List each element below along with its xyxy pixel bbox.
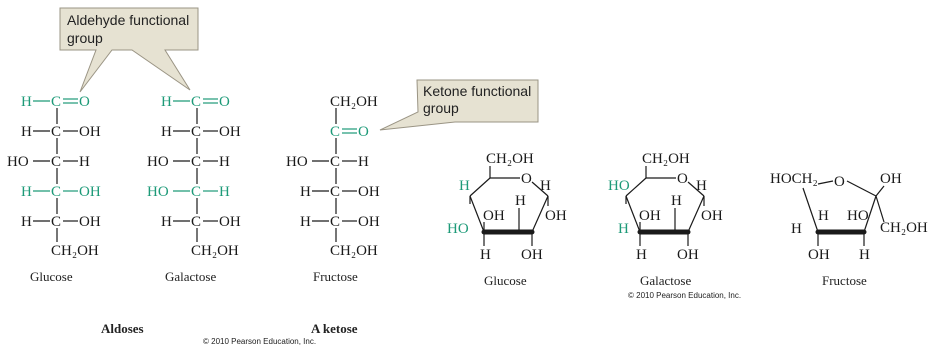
- atom-ch2oh: CH₂OH: [486, 151, 534, 167]
- atom-hoch2: HOCH₂: [770, 171, 818, 187]
- atom-oh: OH: [545, 208, 567, 224]
- atom-oh: OH: [677, 247, 699, 263]
- ketone-callout: Ketone functional group: [379, 79, 539, 131]
- atom-h: H: [219, 184, 230, 200]
- copyright-notice-ring: © 2010 Pearson Education, Inc.: [628, 291, 741, 300]
- atom-h: H: [21, 94, 32, 110]
- atom-h: H: [859, 247, 870, 263]
- glucose-ring-caption: Glucose: [484, 273, 527, 288]
- atom-c: C: [51, 124, 61, 140]
- atom-h: H: [515, 193, 526, 209]
- atom-o: O: [219, 94, 230, 110]
- atom-h: H: [21, 184, 32, 200]
- atom-h: H: [459, 178, 470, 194]
- atom-ho: HO: [147, 184, 169, 200]
- atom-c: C: [191, 184, 201, 200]
- atom-h: H: [21, 124, 32, 140]
- atom-h: H: [300, 214, 311, 230]
- fructose-ring-caption: Fructose: [822, 273, 867, 288]
- atom-oh: OH: [79, 214, 101, 230]
- atom-h: H: [696, 178, 707, 194]
- atom-h: H: [79, 154, 90, 170]
- atom-ho: HO: [847, 208, 869, 224]
- atom-oh: OH: [79, 124, 101, 140]
- ketone-callout-line2: group: [423, 100, 459, 116]
- atom-h: H: [161, 94, 172, 110]
- atom-h: H: [636, 247, 647, 263]
- atom-h: H: [791, 221, 802, 237]
- glucose-caption: Glucose: [30, 269, 73, 284]
- fructose-linear-structure: CH₂OH C O HO C H H C OH H C OH CH₂OH Fru…: [286, 94, 380, 284]
- fructose-ring-structure: HOCH₂ O OH H H HO CH₂OH OH H Fructose: [770, 171, 928, 288]
- atom-h: H: [480, 247, 491, 263]
- atom-h: H: [300, 184, 311, 200]
- atom-ch2oh: CH₂OH: [880, 220, 928, 236]
- atom-c: C: [191, 154, 201, 170]
- atom-oh: OH: [483, 208, 505, 224]
- atom-h: H: [161, 214, 172, 230]
- galactose-ring-structure: CH₂OH O HO H H OH OH H H OH Galactose © …: [608, 151, 741, 300]
- atom-h: H: [618, 221, 629, 237]
- atom-h: H: [540, 178, 551, 194]
- ring-oxygen: O: [834, 174, 845, 190]
- atom-oh: OH: [358, 214, 380, 230]
- atom-oh: OH: [808, 247, 830, 263]
- aldehyde-callout-line2: group: [67, 30, 103, 46]
- aldehyde-callout-line1: Aldehyde functional: [67, 12, 189, 28]
- atom-c: C: [51, 184, 61, 200]
- atom-ho: HO: [447, 221, 469, 237]
- galactose-caption: Galactose: [165, 269, 216, 284]
- galactose-linear-structure: H C O H C OH HO C H HO C H H C OH CH₂OH …: [147, 94, 241, 284]
- atom-oh: OH: [521, 247, 543, 263]
- atom-ch2oh: CH₂OH: [330, 243, 378, 259]
- atom-c: C: [191, 94, 201, 110]
- atom-oh: OH: [880, 171, 902, 187]
- atom-c: C: [191, 124, 201, 140]
- atom-oh: OH: [79, 184, 101, 200]
- atom-c: C: [51, 154, 61, 170]
- atom-h: H: [358, 154, 369, 170]
- ring-oxygen: O: [521, 171, 532, 187]
- atom-c: C: [51, 214, 61, 230]
- ring-oxygen: O: [677, 171, 688, 187]
- ketose-label: A ketose: [311, 321, 358, 336]
- atom-o: O: [358, 124, 369, 140]
- atom-oh: OH: [358, 184, 380, 200]
- copyright-notice: © 2010 Pearson Education, Inc.: [203, 337, 316, 346]
- atom-h: H: [671, 193, 682, 209]
- atom-c: C: [330, 124, 340, 140]
- atom-h: H: [219, 154, 230, 170]
- atom-ch2oh: CH₂OH: [191, 243, 239, 259]
- atom-ch2oh: CH₂OH: [51, 243, 99, 259]
- aldoses-label: Aldoses: [101, 321, 144, 336]
- atom-oh: OH: [219, 124, 241, 140]
- atom-oh: OH: [219, 214, 241, 230]
- atom-ho: HO: [286, 154, 308, 170]
- atom-ho: HO: [147, 154, 169, 170]
- atom-ho: HO: [7, 154, 29, 170]
- atom-ch2oh: CH₂OH: [330, 94, 378, 110]
- atom-o: O: [79, 94, 90, 110]
- aldehyde-callout: Aldehyde functional group: [59, 7, 199, 93]
- atom-h: H: [21, 214, 32, 230]
- atom-oh: OH: [701, 208, 723, 224]
- atom-ho: HO: [608, 178, 630, 194]
- atom-c: C: [330, 154, 340, 170]
- atom-ch2oh: CH₂OH: [642, 151, 690, 167]
- atom-c: C: [330, 214, 340, 230]
- fructose-caption: Fructose: [313, 269, 358, 284]
- atom-c: C: [51, 94, 61, 110]
- atom-c: C: [330, 184, 340, 200]
- atom-h: H: [161, 124, 172, 140]
- glucose-linear-structure: H C O H C OH HO C H H C OH H C OH C: [7, 94, 101, 284]
- atom-h: H: [818, 208, 829, 224]
- atom-oh: OH: [639, 208, 661, 224]
- ketone-callout-line1: Ketone functional: [423, 83, 531, 99]
- glucose-ring-structure: CH₂OH O H HO H OH OH H H OH Glucose: [447, 151, 567, 288]
- atom-c: C: [191, 214, 201, 230]
- galactose-ring-caption: Galactose: [640, 273, 691, 288]
